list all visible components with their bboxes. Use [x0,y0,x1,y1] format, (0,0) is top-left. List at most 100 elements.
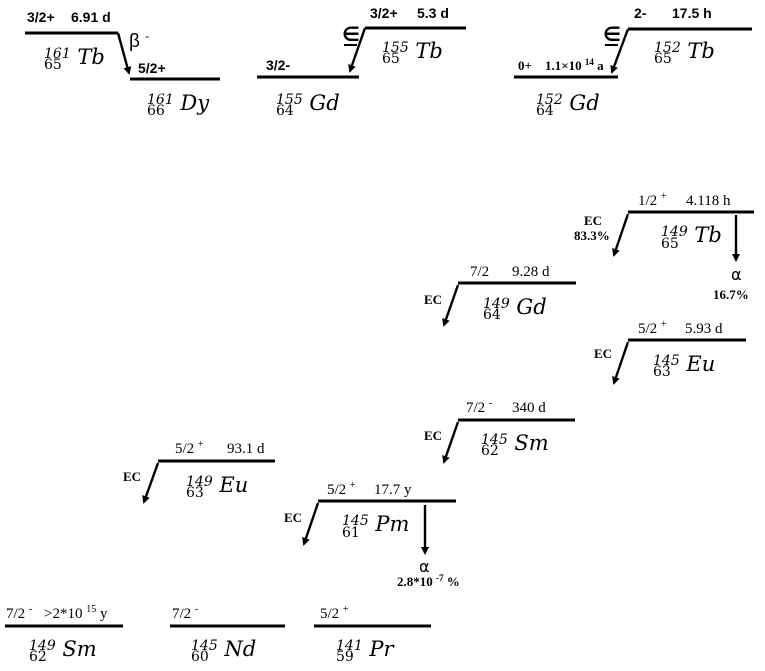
symbol-sm145: 145 Sm [481,425,549,455]
label-alpha-pm145: α [419,557,430,576]
halflife-gd152: 1.1×10 14 a [545,53,604,73]
z-tb149: 65 [661,236,679,252]
nuclide-eu149: 5/2 + 93.1 d 149 Eu 63 [158,439,275,501]
z-pm145: 61 [342,525,360,541]
mass-sm145: 145 [481,432,508,448]
spin-gd149: 7/2 [470,264,489,280]
spin-tb152: 2- [634,5,647,21]
halflife-sm149: >2*10 15 y [44,600,108,622]
nuclide-pm145: 5/2 + 17.7 y 145 Pm 61 [318,480,456,541]
element-sm145: Sm [514,431,548,455]
mass-pm145: 145 [342,513,369,529]
z-dy161: 66 [147,103,165,119]
mass-tb155: 155 [382,40,409,56]
z-nd145: 60 [191,649,209,665]
nuclide-dy161: 5/2+ 161 Dy 66 [130,60,220,119]
z-tb155: 65 [382,51,400,67]
nuclide-tb152: 2- 17.5 h 152 Tb 65 [628,5,752,67]
pct-alpha-pm145-exp: -7 [436,573,444,583]
spin-nd145-value: 7/2 [172,606,191,622]
halflife-sm149-exp: 15 [86,604,96,615]
halflife-gd152-unit: a [597,58,604,73]
mass-tb152: 152 [654,40,681,56]
parity-sm149: - [29,604,32,615]
z-gd149: 64 [483,307,501,323]
halflife-gd152-exp: 14 [585,57,595,67]
arrow-epsilon-tb155 [348,27,367,73]
mass-gd155: 155 [276,92,303,108]
symbol-gd149: 149 Gd [483,289,547,319]
label-alpha-tb149: α [731,265,742,284]
symbol-eu149: 149 Eu [186,467,248,497]
symbol-tb152: 152 Tb [654,33,715,63]
spin-sm145: 7/2 - [466,398,492,416]
nuclide-eu145: 5/2 + 5.93 d 145 Eu 63 [628,319,746,380]
arrow-ec-pm145 [302,502,320,546]
spin-gd152: 0+ [518,58,532,73]
label-beta-minus: β - [129,29,149,52]
element-sm149: Sm [62,637,96,661]
symbol-eu145: 145 Eu [653,346,715,376]
halflife-sm149-mant: >2*10 [44,606,82,622]
element-eu145: Eu [685,352,715,376]
spin-dy161: 5/2+ [138,60,166,76]
pct-alpha-pm145: 2.8*10 -7 % [397,569,460,589]
spin-pr141-value: 5/2 [320,606,339,622]
nuclide-tb149: 1/2 + 4.118 h 149 Tb 65 [628,191,754,252]
beta-sign: - [145,29,149,43]
label-epsilon-tb155: ∈ [342,22,360,46]
halflife-tb152: 17.5 h [672,5,712,21]
arrow-ec-sm145 [442,421,460,464]
arrow-beta-tb161 [116,32,132,75]
mass-eu149: 149 [186,474,213,490]
label-epsilon-tb152: ∈ [603,22,621,46]
z-eu145: 63 [653,364,671,380]
halflife-tb161: 6.91 d [71,9,111,25]
mass-tb161: 161 [44,46,71,62]
arrow-ec-tb149 [612,213,630,257]
halflife-tb155: 5.3 d [417,5,449,21]
symbol-gd152: 152 Gd [536,85,600,115]
nuclide-tb155: 3/2+ 5.3 d 155 Tb 65 [365,5,466,67]
nuclide-nd145: 7/2 - 145 Nd 60 [170,604,285,665]
arrow-ec-gd149 [442,284,460,327]
spin-eu149: 5/2 + [175,439,204,457]
nuclide-gd149: 7/2 9.28 d 149 Gd 64 [458,264,576,323]
pct-ec-tb149: 83.3% [574,228,610,243]
z-sm145: 62 [481,443,499,459]
halflife-sm145: 340 d [512,400,546,416]
nuclide-sm145: 7/2 - 340 d 145 Sm 62 [458,398,575,459]
beta-symbol: β [129,31,140,52]
symbol-gd155: 155 Gd [276,85,340,115]
parity-eu149: + [198,439,204,450]
spin-tb149: 1/2 + [638,191,667,209]
label-ec-eu145: EC [594,346,612,361]
spin-eu145-value: 5/2 [638,321,657,337]
z-pr141: 59 [336,649,354,665]
element-tb155: Tb [415,39,442,63]
mass-gd149: 149 [483,296,510,312]
nuclide-gd155: 3/2- 155 Gd 64 [257,57,359,119]
spin-gd155: 3/2- [266,57,290,73]
mass-pr141: 141 [336,638,363,654]
element-gd149: Gd [516,295,546,319]
element-dy161: Dy [179,91,210,115]
label-ec-tb149: EC [584,213,602,228]
symbol-pr141: 141 Pr [336,631,396,661]
nuclide-tb161: 3/2+ 6.91 d 161 Tb 65 [25,9,118,73]
arrow-ec-eu145 [612,341,630,385]
label-ec-pm145: EC [284,510,302,525]
z-gd155: 64 [276,103,294,119]
spin-pr141: 5/2 + [320,604,349,622]
z-tb161: 65 [44,57,62,73]
symbol-tb155: 155 Tb [382,33,443,63]
symbol-sm149: 149 Sm [29,631,97,661]
halflife-pm145: 17.7 y [374,482,412,498]
arrow-epsilon-tb152 [610,28,630,74]
halflife-sm149-unit: y [100,606,108,622]
z-sm149: 62 [29,649,47,665]
parity-eu145: + [661,319,667,330]
element-nd145: Nd [223,637,256,661]
halflife-gd149: 9.28 d [512,264,550,280]
